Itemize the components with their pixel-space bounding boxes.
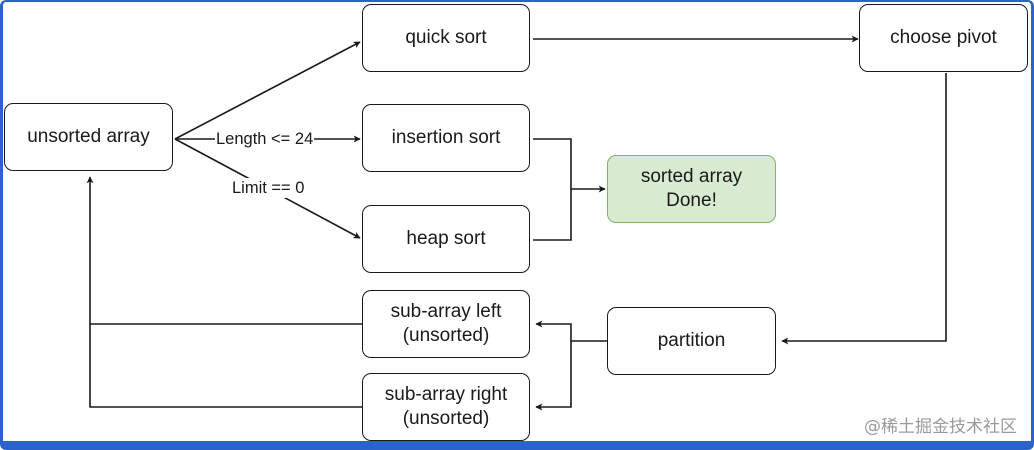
node-left-line1: sub-array left — [390, 301, 502, 322]
edge-partition-to-left — [535, 320, 609, 342]
node-insertion-sort-label: insertion sort — [391, 127, 501, 148]
watermark-text: @稀土掘金技术社区 — [864, 417, 1017, 437]
node-choose-pivot: choose pivot — [859, 4, 1028, 72]
node-unsorted-array: unsorted array — [4, 103, 173, 171]
node-insertion-sort: insertion sort — [362, 104, 530, 172]
node-partition-label: partition — [657, 330, 726, 351]
node-heap-sort-label: heap sort — [406, 228, 486, 249]
node-sub-array-right: sub-array right (unsorted) — [362, 373, 530, 441]
edge-unsorted-to-quick — [174, 41, 361, 140]
node-left-line2: (unsorted) — [402, 325, 490, 346]
node-partition: partition — [607, 307, 776, 375]
node-sub-array-left: sub-array left (unsorted) — [362, 290, 530, 358]
node-choose-pivot-label: choose pivot — [890, 27, 997, 48]
node-sorted-line2: Done! — [666, 190, 717, 211]
edge-label-limit: Limit == 0 — [231, 178, 306, 198]
node-quick-sort: quick sort — [362, 4, 530, 72]
edge-insertion-to-sorted — [533, 138, 606, 193]
edge-pivot-to-partition — [781, 73, 947, 345]
node-quick-sort-label: quick sort — [405, 27, 487, 48]
node-sorted-line1: sorted array — [640, 166, 743, 187]
edge-heap-to-sorted — [533, 189, 572, 241]
node-heap-sort: heap sort — [362, 205, 530, 273]
node-sorted-array-done: sorted array Done! — [607, 155, 776, 223]
node-right-line1: sub-array right — [384, 384, 508, 405]
edge-layer — [86, 35, 947, 411]
edge-label-length: Length <= 24 — [215, 129, 315, 149]
edge-left-to-unsorted — [86, 176, 365, 325]
node-unsorted-array-label: unsorted array — [27, 126, 150, 147]
edge-partition-to-right — [535, 341, 572, 411]
node-right-line2: (unsorted) — [402, 408, 490, 429]
edge-right-to-unsorted — [89, 324, 365, 408]
